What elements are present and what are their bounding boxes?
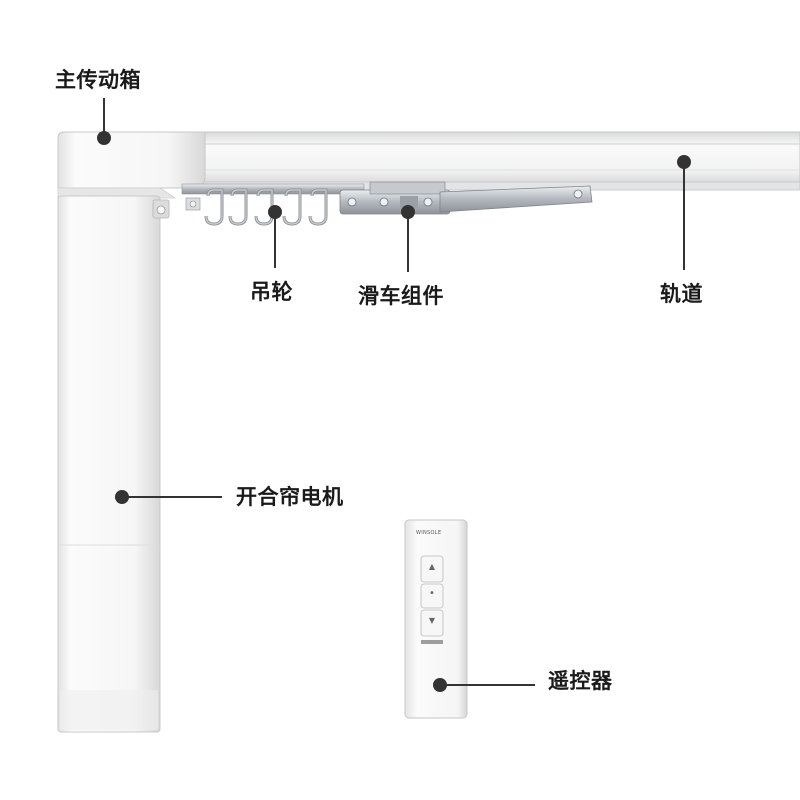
label-pulley: 吊轮	[250, 280, 293, 304]
label-drive-box: 主传动箱	[55, 68, 141, 92]
label-motor: 开合帘电机	[236, 485, 344, 509]
drive-box	[57, 131, 206, 199]
track	[194, 131, 800, 191]
remote-control	[404, 519, 468, 719]
pulley-chain	[181, 183, 365, 226]
down-button-icon[interactable]: ▼	[428, 616, 436, 625]
leader-lines	[97, 98, 691, 692]
remote-brand: WINSOLE	[416, 530, 442, 536]
motor-body	[57, 195, 170, 733]
stop-button-icon[interactable]: •	[429, 588, 435, 599]
label-carriage: 滑车组件	[358, 284, 444, 308]
up-button-icon[interactable]: ▲	[428, 562, 436, 571]
label-remote: 遥控器	[548, 669, 613, 693]
carriage-assembly	[339, 181, 593, 215]
label-track: 轨道	[660, 282, 703, 306]
